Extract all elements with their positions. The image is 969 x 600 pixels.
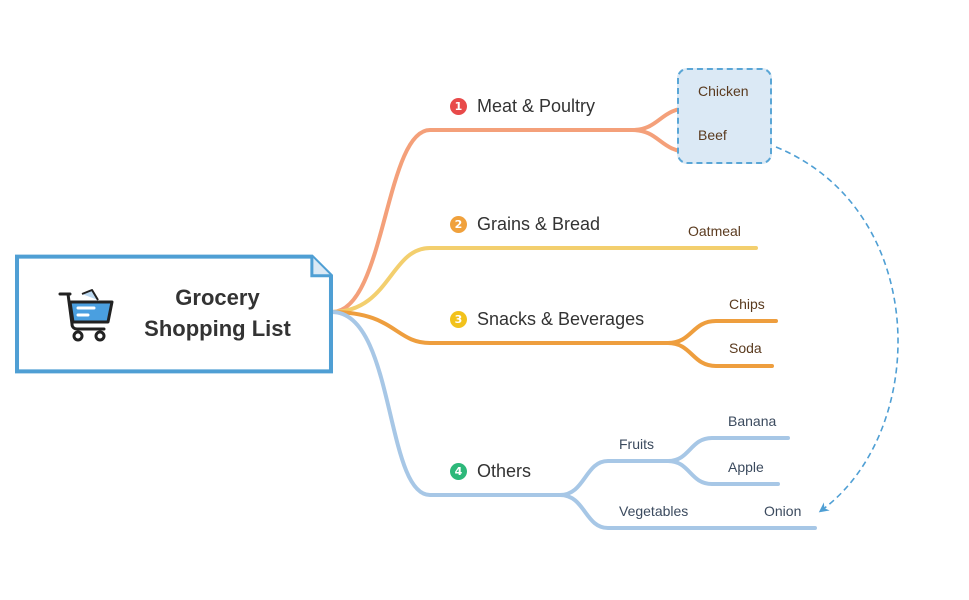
- branch-label-grains-bread: Grains & Bread: [477, 214, 601, 234]
- number-3-badge-icon: 3: [450, 311, 467, 328]
- branch-snacks-beverages[interactable]: 3 Snacks & Beverages: [450, 309, 644, 330]
- leaf-line-soda: [666, 341, 774, 368]
- branch-line-snacks: [330, 310, 670, 345]
- root-title-line2: Shopping List: [144, 316, 291, 341]
- leaf-oatmeal[interactable]: Oatmeal: [688, 223, 741, 239]
- leaf-apple[interactable]: Apple: [728, 459, 764, 475]
- boundary-group-meat[interactable]: [677, 68, 772, 164]
- leaf-onion[interactable]: Onion: [764, 503, 802, 519]
- leaf-chicken[interactable]: Chicken: [698, 83, 749, 99]
- subtopic-vegetables[interactable]: Vegetables: [619, 503, 689, 519]
- leaf-soda[interactable]: Soda: [729, 340, 762, 356]
- subgroup-line-fruits: [558, 459, 670, 497]
- branch-label-snacks-beverages: Snacks & Beverages: [477, 309, 645, 329]
- branch-label-meat-poultry: Meat & Poultry: [477, 96, 596, 116]
- leaf-banana[interactable]: Banana: [728, 413, 777, 429]
- leaf-line-banana: [666, 436, 790, 463]
- leaf-line-apple: [666, 459, 780, 486]
- branch-meat-poultry[interactable]: 1 Meat & Poultry: [450, 96, 595, 117]
- branch-line-grains: [330, 246, 758, 314]
- branch-label-others: Others: [477, 461, 532, 481]
- root-topic-title[interactable]: Grocery Shopping List: [120, 282, 315, 344]
- number-4-badge-icon: 4: [450, 463, 467, 480]
- relationship-arrow: [775, 146, 899, 513]
- branch-line-meat: [330, 128, 634, 314]
- root-topic-box[interactable]: [15, 254, 333, 374]
- number-2-badge-icon: 2: [450, 216, 467, 233]
- subtopic-fruits[interactable]: Fruits: [619, 436, 654, 452]
- subgroup-line-vegetables: [558, 493, 817, 530]
- branch-others[interactable]: 4 Others: [450, 461, 531, 482]
- leaf-beef[interactable]: Beef: [698, 127, 727, 143]
- shopping-cart-icon: [58, 289, 114, 342]
- number-1-badge-icon: 1: [450, 98, 467, 115]
- branch-line-others: [330, 310, 562, 497]
- leaf-chips[interactable]: Chips: [729, 296, 765, 312]
- root-title-line1: Grocery: [175, 285, 260, 310]
- branch-grains-bread[interactable]: 2 Grains & Bread: [450, 214, 600, 235]
